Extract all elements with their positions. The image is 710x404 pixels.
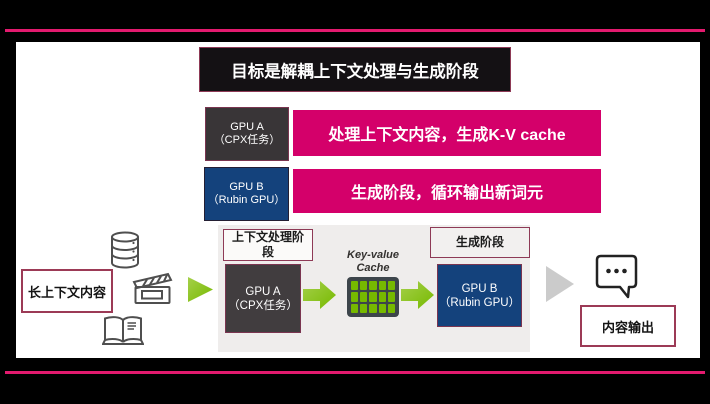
clapperboard-icon <box>132 272 173 305</box>
gpu-b-chip-line2: （Rubin GPU） <box>207 194 286 206</box>
output-content-label: 内容输出 <box>601 319 654 335</box>
gpu-a-node-line2: （CPX任务） <box>228 299 298 312</box>
green-arrow-cache-to-gpu-b-icon <box>401 278 435 312</box>
kv-cache-label-line2: Cache <box>356 262 390 274</box>
generation-stage-label-box: 生成阶段 <box>430 227 530 258</box>
bottom-accent-line <box>5 371 705 374</box>
title-banner: 目标是解耦上下文处理与生成阶段 <box>199 47 511 92</box>
kv-cache-label: Key-value Cache <box>343 249 403 275</box>
database-icon <box>110 231 140 269</box>
gpu-b-chip: GPU B （Rubin GPU） <box>204 167 289 221</box>
green-arrow-input-to-gpu-a-icon <box>187 276 214 303</box>
slide-canvas: 目标是解耦上下文处理与生成阶段 GPU A （CPX任务） 处理上下文内容，生成… <box>16 42 700 358</box>
generation-desc-bar: 生成阶段，循环输出新词元 <box>293 169 601 213</box>
kv-cache-grid-icon <box>347 277 399 317</box>
top-accent-line <box>5 29 705 32</box>
kv-cache-label-line1: Key-value <box>347 249 399 261</box>
gpu-a-chip-line2: （CPX任务） <box>213 134 281 146</box>
generation-desc-text: 生成阶段，循环输出新词元 <box>350 185 543 202</box>
title-text: 目标是解耦上下文处理与生成阶段 <box>231 62 479 81</box>
generation-stage-label-text: 生成阶段 <box>455 235 504 249</box>
context-stage-label-text: 上下文处理阶段 <box>231 230 304 259</box>
chat-bubble-icon <box>595 254 639 300</box>
gpu-b-node-line2: （Rubin GPU） <box>438 296 521 309</box>
gpu-b-node: GPU B （Rubin GPU） <box>437 264 522 327</box>
gpu-a-chip: GPU A （CPX任务） <box>205 107 289 161</box>
gpu-b-node-line1: GPU B <box>461 282 498 295</box>
gpu-a-node: GPU A （CPX任务） <box>225 264 301 333</box>
open-book-icon <box>102 314 144 348</box>
input-content-box: 长上下文内容 <box>21 269 113 313</box>
green-arrow-gpu-a-to-cache-icon <box>303 278 337 312</box>
context-processing-desc-text: 处理上下文内容，生成K-V cache <box>328 127 566 144</box>
gpu-b-chip-line1: GPU B <box>229 181 264 193</box>
input-content-label: 长上下文内容 <box>27 284 106 300</box>
gpu-a-node-line1: GPU A <box>245 285 281 298</box>
context-stage-label-box: 上下文处理阶段 <box>223 229 313 261</box>
output-content-box: 内容输出 <box>580 305 676 347</box>
gpu-a-chip-line1: GPU A <box>230 121 264 133</box>
gray-arrow-gpu-b-to-output-icon <box>545 265 575 303</box>
context-processing-desc-bar: 处理上下文内容，生成K-V cache <box>293 110 601 156</box>
